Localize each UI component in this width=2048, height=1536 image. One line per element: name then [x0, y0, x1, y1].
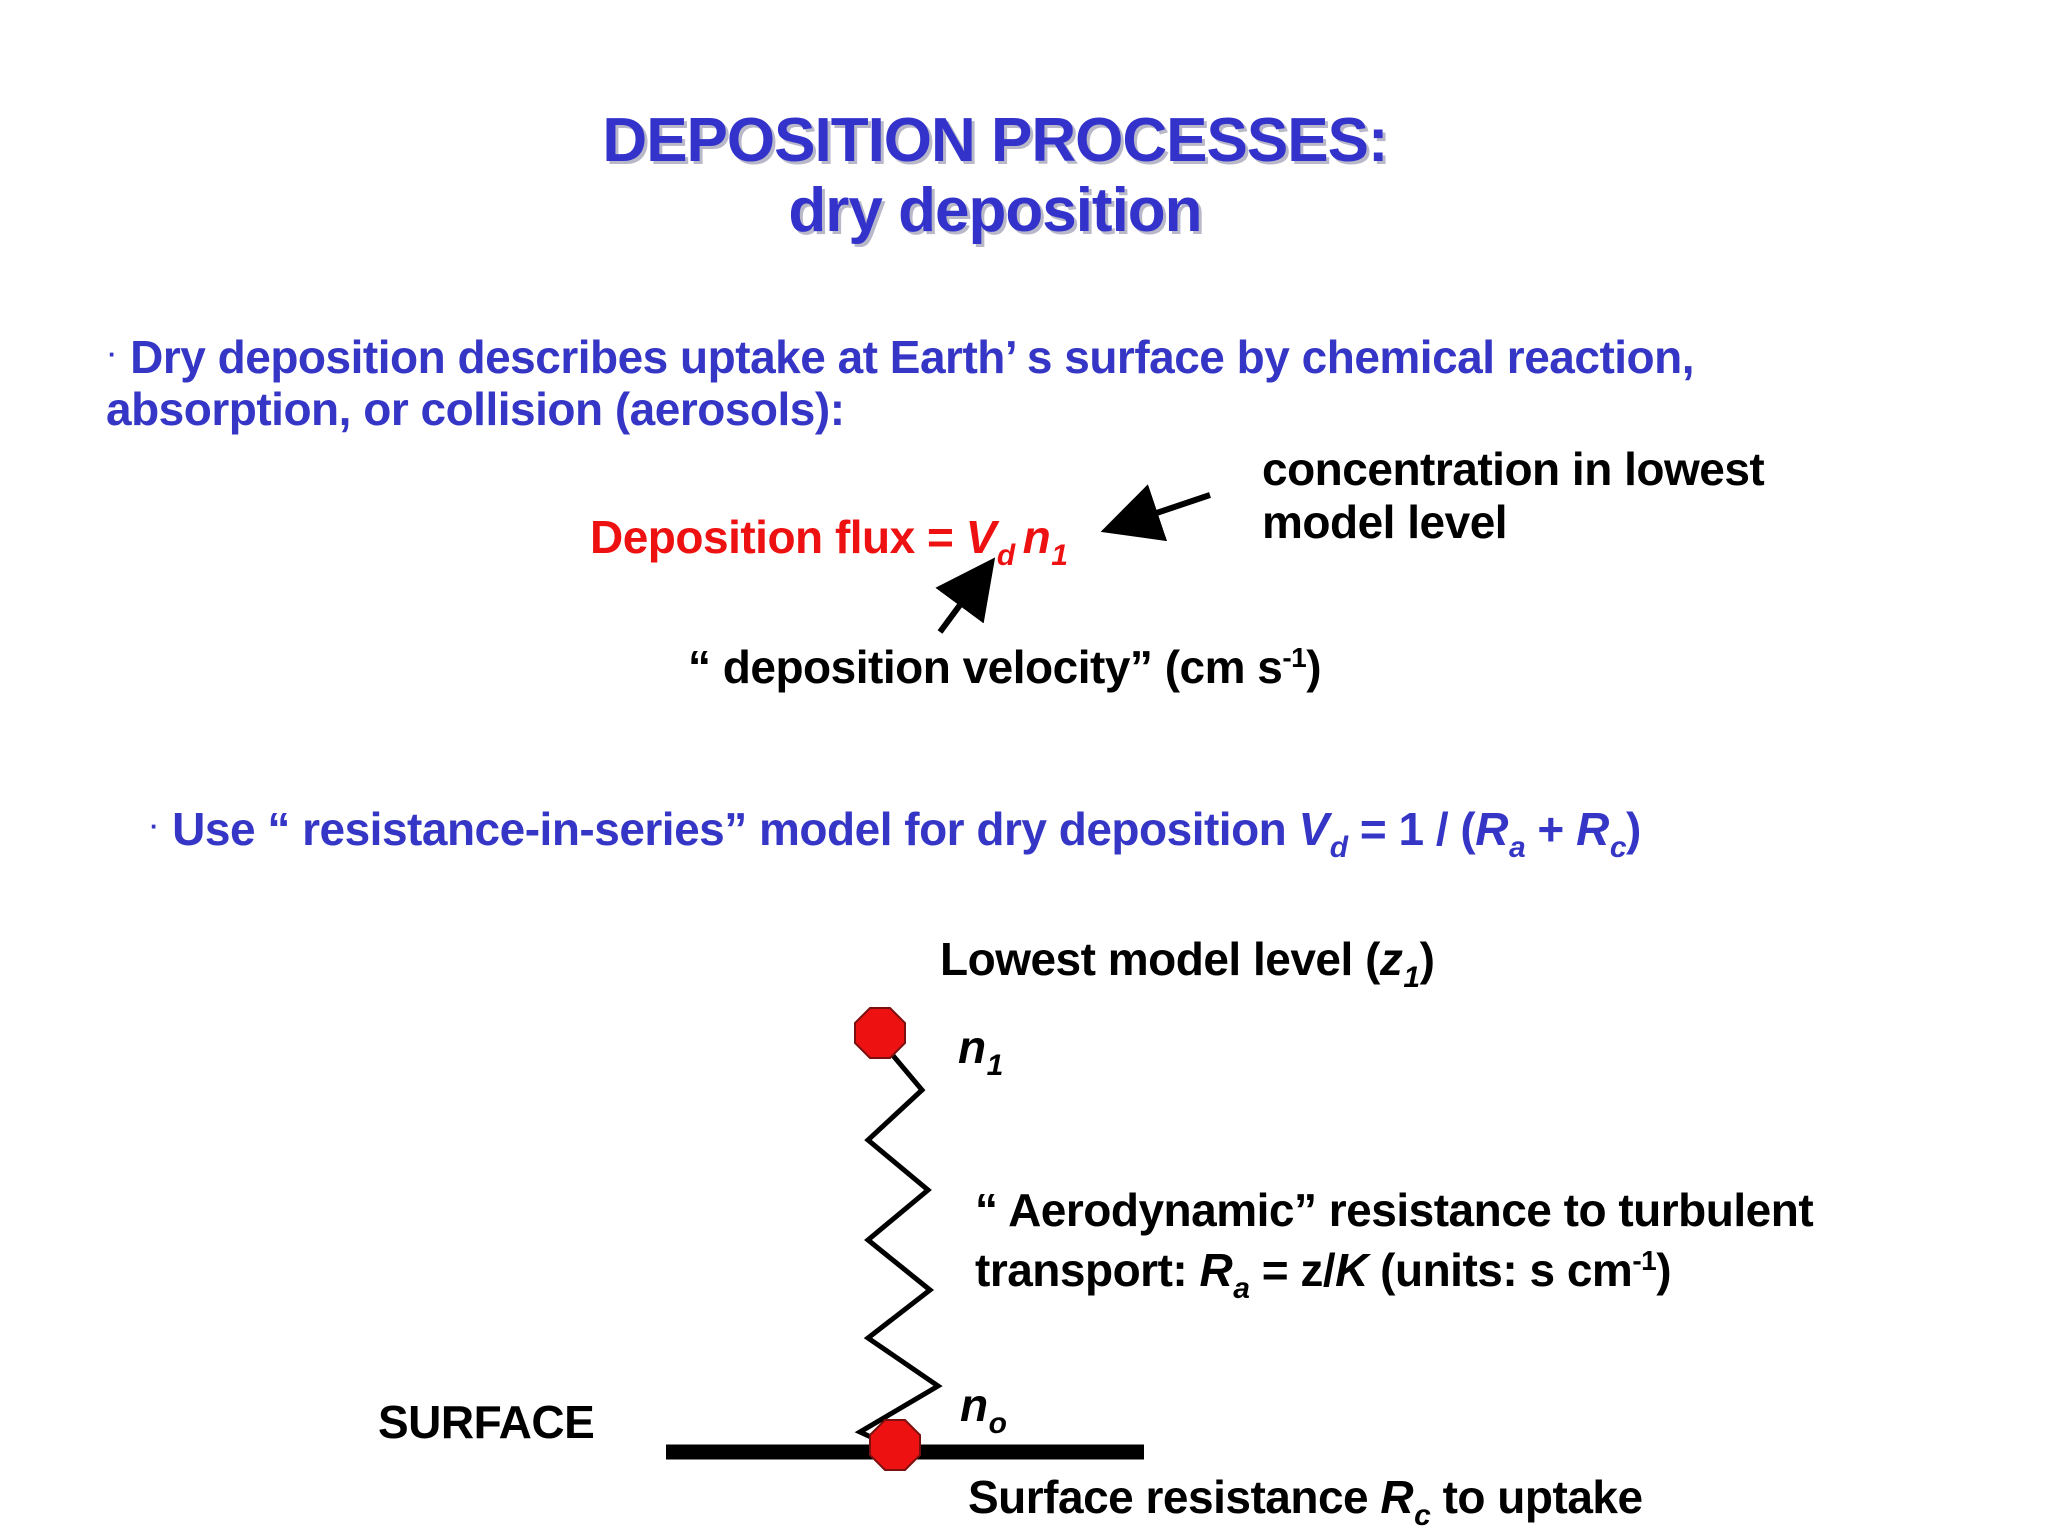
aerodynamic-resistance-line-1: “ Aerodynamic” resistance to turbulent	[975, 1184, 1814, 1236]
surface-label: SURFACE	[378, 1396, 595, 1448]
slide-subtitle: dry deposition	[788, 176, 1202, 245]
n1-node	[854, 1007, 906, 1059]
bullet-dot: ·	[108, 339, 117, 369]
slide-title: DEPOSITION PROCESSES:	[602, 106, 1388, 175]
bullet-1-line-1: ·Dry deposition describes uptake at Eart…	[108, 331, 1695, 383]
velocity-arrow	[935, 557, 996, 634]
resistance-spring	[854, 1038, 943, 1451]
concentration-arrow	[1100, 484, 1211, 542]
lowest-model-level-label: Lowest model level (z1)	[940, 933, 1435, 994]
no-label: no	[960, 1379, 1007, 1440]
deposition-velocity-note: “ deposition velocity” (cm s-1)	[688, 641, 1322, 693]
bullet-2: ·Use “ resistance-in-series” model for d…	[150, 803, 1641, 864]
aerodynamic-resistance-line-2: transport: Ra = z/K (units: s cm-1)	[975, 1244, 1672, 1305]
no-node	[869, 1419, 921, 1471]
bullet-1-line-2: absorption, or collision (aerosols):	[106, 383, 845, 435]
concentration-note-line-1: concentration in lowest	[1262, 443, 1765, 495]
concentration-note-line-2: model level	[1262, 496, 1508, 548]
n1-label: n1	[958, 1021, 1003, 1082]
surface-resistance-label: Surface resistance Rc to uptake	[968, 1471, 1643, 1532]
